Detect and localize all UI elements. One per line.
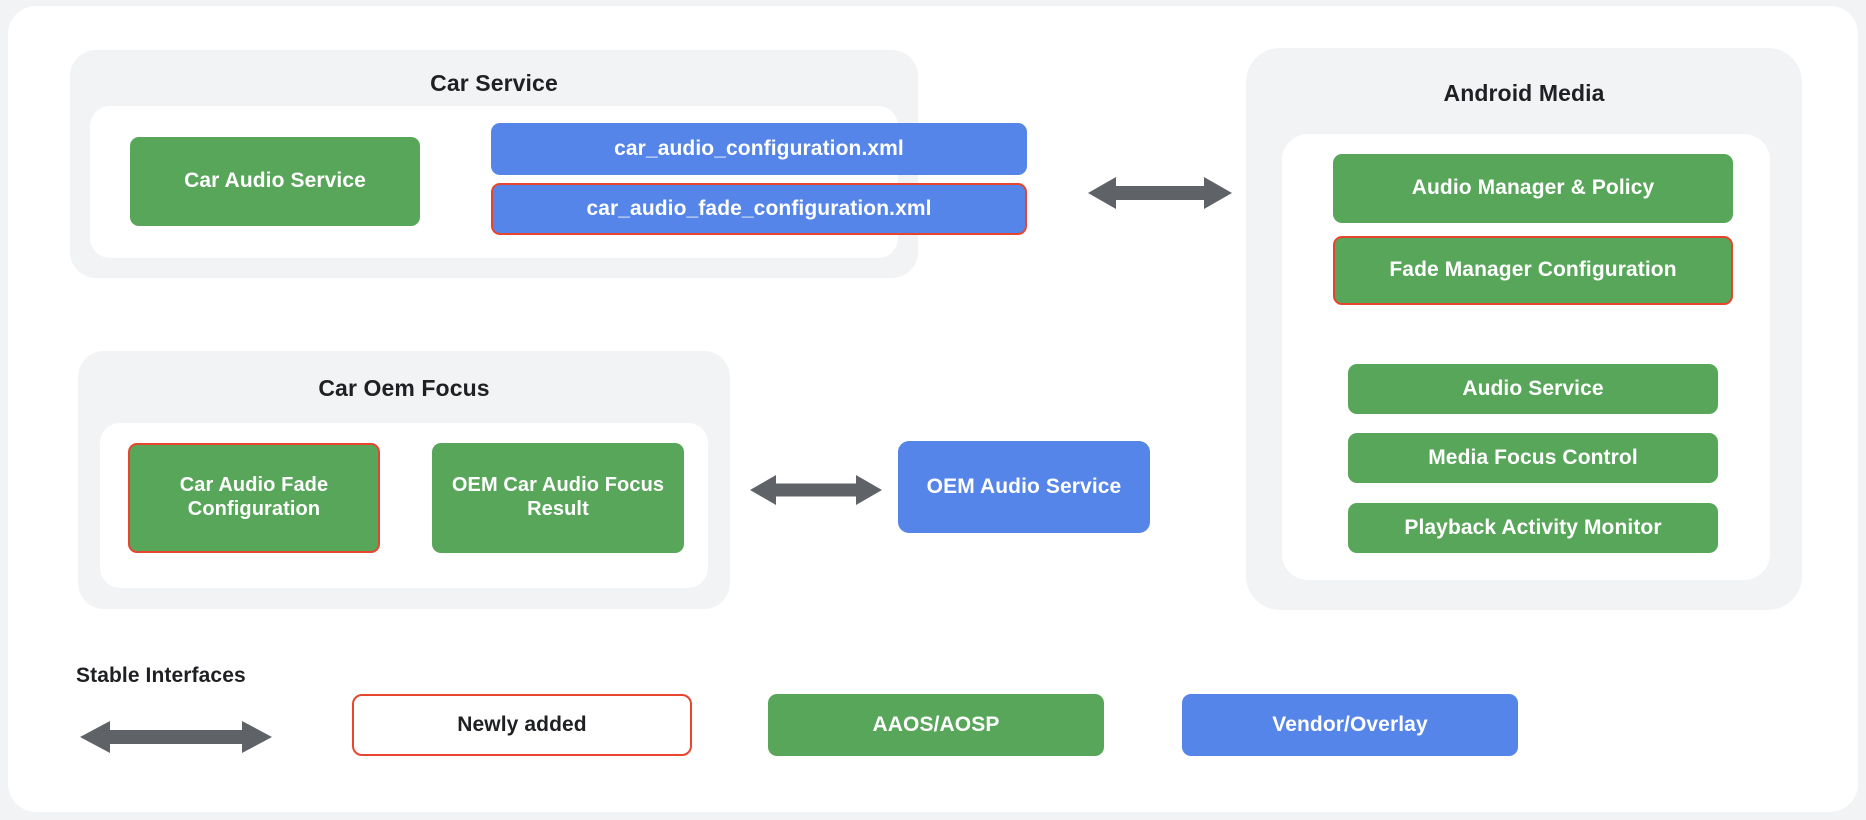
box-car-audio-fade-configuration-xml[interactable]: car_audio_fade_configuration.xml [491, 183, 1027, 235]
double-arrow-icon [80, 721, 272, 753]
legend-item-newly-added: Newly added [352, 694, 692, 756]
double-arrow-icon [750, 475, 882, 505]
box-car-audio-fade-configuration[interactable]: Car Audio Fade Configuration [128, 443, 380, 553]
box-audio-service[interactable]: Audio Service [1348, 364, 1718, 414]
box-car-audio-service[interactable]: Car Audio Service [130, 137, 420, 226]
legend-title: Stable Interfaces [76, 664, 246, 687]
box-car-audio-configuration-xml[interactable]: car_audio_configuration.xml [491, 123, 1027, 175]
legend-item-aaos-aosp: AAOS/AOSP [768, 694, 1104, 756]
panel-android-media-title: Android Media [1443, 80, 1605, 106]
panel-car-oem-focus-title: Car Oem Focus [318, 375, 490, 401]
legend-item-vendor-overlay: Vendor/Overlay [1182, 694, 1518, 756]
box-oem-car-audio-focus-result[interactable]: OEM Car Audio Focus Result [432, 443, 684, 553]
panel-car-service-title: Car Service [430, 70, 558, 96]
box-fade-manager-configuration[interactable]: Fade Manager Configuration [1333, 236, 1733, 305]
box-playback-activity-monitor[interactable]: Playback Activity Monitor [1348, 503, 1718, 553]
box-audio-manager-and-policy[interactable]: Audio Manager & Policy [1333, 154, 1733, 223]
double-arrow-icon [1088, 177, 1232, 209]
box-media-focus-control[interactable]: Media Focus Control [1348, 433, 1718, 483]
diagram-card: Car Service Car Audio Service car_audio_… [8, 6, 1858, 812]
box-oem-audio-service[interactable]: OEM Audio Service [898, 441, 1150, 533]
